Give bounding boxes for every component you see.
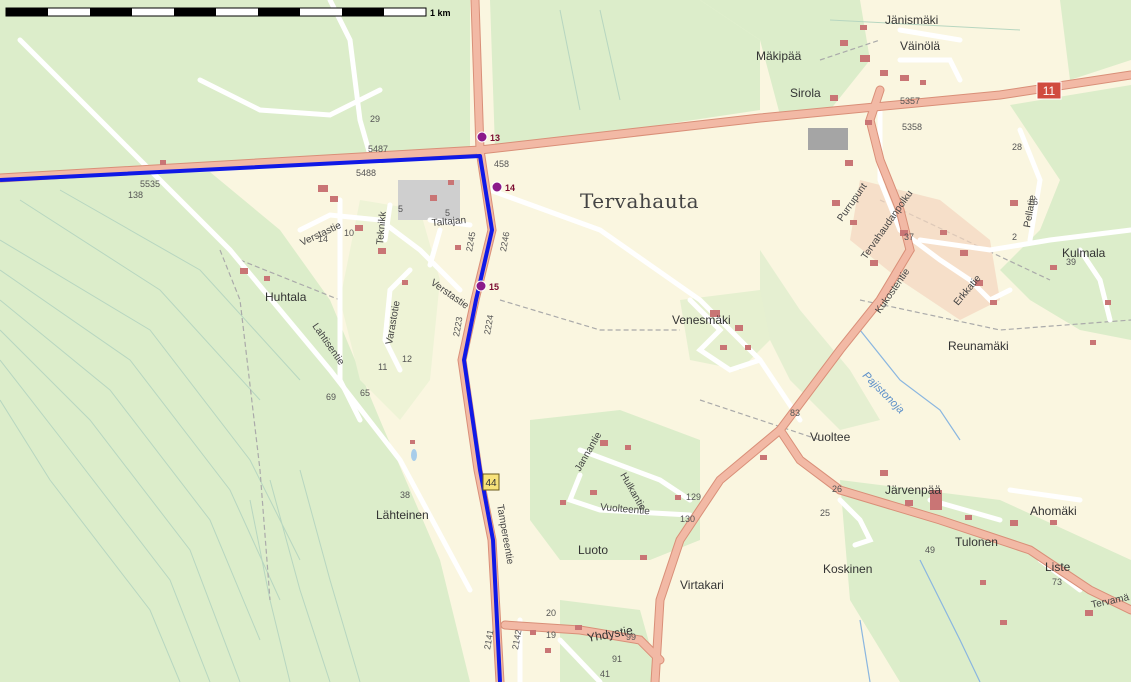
svg-text:26: 26 [832,484,842,494]
svg-text:69: 69 [326,392,336,402]
road-shield-11: 11 [1036,81,1062,100]
place-koskinen: Koskinen [823,562,872,576]
svg-text:91: 91 [612,654,622,664]
svg-text:44: 44 [485,478,497,489]
ditch-lines [0,9,1021,682]
svg-text:2223: 2223 [451,316,464,337]
svg-text:2224: 2224 [482,314,495,335]
place-labels: Jänismäki Väinölä Mäkipää Sirola Kulmala… [265,13,1106,592]
industrial-area [398,180,460,220]
svg-text:129: 129 [686,492,701,502]
place-lahteinen: Lähteinen [376,508,429,522]
waypoint-15[interactable]: 15 [475,280,499,292]
svg-text:5487: 5487 [368,144,388,154]
industrial-building [808,128,848,150]
scale-label: 1 km [430,8,451,18]
svg-text:458: 458 [494,159,509,169]
svg-text:2: 2 [1012,232,1017,242]
svg-text:2142: 2142 [510,629,523,650]
town-label: Tervahauta [580,189,699,213]
street-vuolteentie: Vuolteentie [600,502,651,517]
svg-text:5357: 5357 [900,96,920,106]
svg-text:49: 49 [925,545,935,555]
svg-text:83: 83 [790,408,800,418]
place-virtakari: Virtakari [680,578,724,592]
svg-text:2246: 2246 [498,231,511,252]
place-ahomaki: Ahomäki [1030,504,1077,518]
place-reunamaki: Reunamäki [948,339,1009,353]
svg-text:5: 5 [398,204,403,214]
place-vainola: Väinölä [900,39,940,53]
waypoint-14[interactable]: 14 [491,181,515,193]
place-luoto: Luoto [578,543,608,557]
svg-text:65: 65 [360,388,370,398]
svg-text:99: 99 [626,632,636,642]
svg-text:41: 41 [600,669,610,679]
svg-text:5488: 5488 [356,168,376,178]
svg-text:10: 10 [344,228,354,238]
place-janismaki: Jänismäki [885,13,938,27]
svg-text:12: 12 [402,354,412,364]
place-huhtala: Huhtala [265,290,307,304]
street-taltajan: Taltajan [431,215,466,229]
water-features [859,329,981,682]
svg-text:14: 14 [505,183,515,193]
svg-text:138: 138 [128,190,143,200]
street-teknikk: Teknikk [375,210,389,245]
place-sirola: Sirola [790,86,821,100]
svg-text:11: 11 [1043,84,1056,98]
road-shield-44: 44 [482,473,500,491]
svg-text:13: 13 [490,133,500,143]
navigation-route[interactable] [0,154,502,682]
svg-text:5358: 5358 [902,122,922,132]
svg-text:20: 20 [546,608,556,618]
svg-text:14: 14 [318,234,328,244]
place-venesmaki: Venesmäki [672,313,731,327]
svg-text:2141: 2141 [482,629,495,650]
place-tulonen: Tulonen [955,535,998,549]
buildings [160,25,1111,653]
place-vuoltee: Vuoltee [810,430,851,444]
svg-text:15: 15 [489,282,499,292]
svg-text:28: 28 [1012,142,1022,152]
svg-text:29: 29 [370,114,380,124]
place-liste: Liste [1045,560,1071,574]
dashed-paths [219,39,1131,601]
place-makipaa: Mäkipää [756,49,802,63]
place-jarvenpaa: Järvenpää [885,483,941,497]
address-numbers: 5487 5488 5535 138 458 5357 5358 29 2245… [128,96,1076,679]
waypoint-13[interactable]: 13 [476,131,500,143]
svg-text:25: 25 [820,508,830,518]
svg-text:38: 38 [400,490,410,500]
svg-text:5535: 5535 [140,179,160,189]
svg-text:37: 37 [904,232,914,242]
scale-bar: 1 km [5,7,451,18]
pond [411,449,417,461]
svg-text:19: 19 [546,630,556,640]
svg-text:73: 73 [1052,577,1062,587]
svg-text:130: 130 [680,514,695,524]
svg-text:11: 11 [378,362,387,372]
svg-text:16: 16 [1028,197,1038,207]
svg-text:2245: 2245 [464,231,477,252]
svg-text:5: 5 [445,208,450,218]
place-kulmala: Kulmala [1062,246,1106,260]
svg-text:39: 39 [1066,257,1076,267]
